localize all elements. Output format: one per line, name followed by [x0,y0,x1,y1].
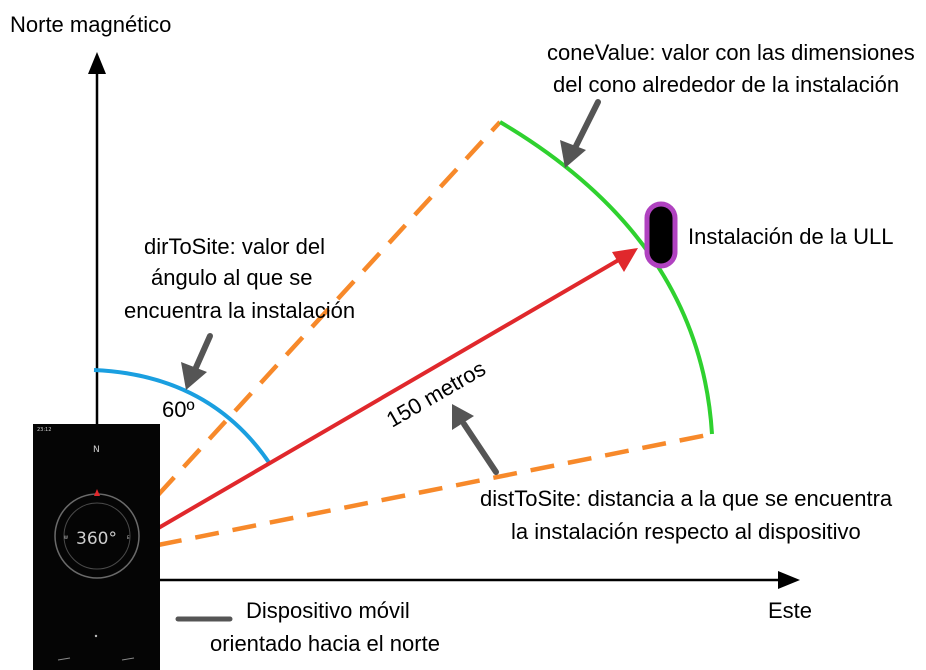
dir-pointer [181,333,213,390]
phone-bottom-icon-left [57,657,71,661]
site-marker [644,201,678,269]
dir-line2: ángulo al que se [151,265,312,290]
east-axis-label: Este [768,598,812,623]
cone-edge-upper [156,120,502,497]
east-axis-arrowhead [778,571,800,589]
dist-line1: distToSite: distancia a la que se encuen… [480,486,893,511]
distance-arrow [153,256,624,532]
compass-north-marker [94,489,100,496]
phone-heading-letter: N [93,445,100,455]
dir-line3: encuentra la instalación [124,298,355,323]
north-axis-arrowhead [88,52,106,74]
device-line2: orientado hacia el norte [210,631,440,656]
angle-value-label: 60º [162,397,195,422]
dist-pointer [452,404,499,475]
cone-value-line1: coneValue: valor con las dimensiones [547,40,915,65]
site-label: Instalación de la ULL [688,224,893,249]
compass-value: 360° [76,529,117,549]
cone-value-pointer [560,99,601,168]
compass-dial-inner [63,502,131,570]
dist-line2: la instalación respecto al dispositivo [511,519,861,544]
phone-status-time: 23:12 [37,427,51,433]
phone-bottom-icon-right [121,657,135,661]
device-line1: Dispositivo móvil [246,598,410,623]
phone-page-dot [94,634,98,638]
angle-arc [93,368,272,466]
cone-value-line2: del cono alrededor de la instalación [553,72,899,97]
phone-screenshot: 23:12 N 360° W E [33,424,160,670]
north-axis-label: Norte magnético [10,12,171,37]
cone-arc [498,120,714,435]
compass-mark-e: E [127,535,130,540]
distance-arrowhead [612,248,638,272]
dir-line1: dirToSite: valor del [144,234,325,259]
cone-edge-lower [157,431,713,548]
compass-mark-w: W [64,535,68,540]
